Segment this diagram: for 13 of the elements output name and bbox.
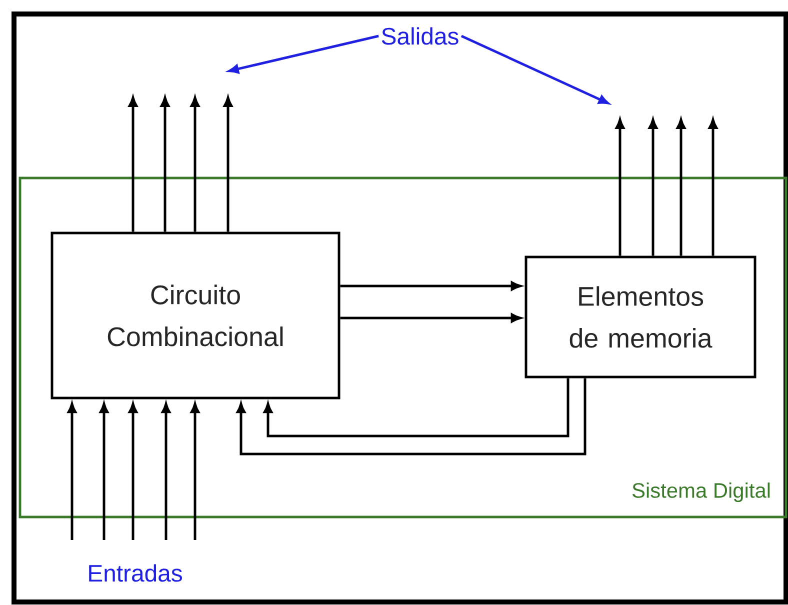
bent-arrow [236,378,586,456]
arrow [128,402,138,540]
block-box: Elementos de memoria [524,256,756,378]
leader-arrow [460,34,609,104]
arrow [340,314,522,322]
bare-label: Salidas [382,27,458,45]
arrow [100,402,108,540]
bare-label: Entradas [89,564,182,582]
arrow [190,402,200,540]
block-box: Circuito Combinacional [50,232,340,400]
arrow [162,402,170,540]
arrow [340,282,522,290]
bent-arrow [264,378,570,438]
